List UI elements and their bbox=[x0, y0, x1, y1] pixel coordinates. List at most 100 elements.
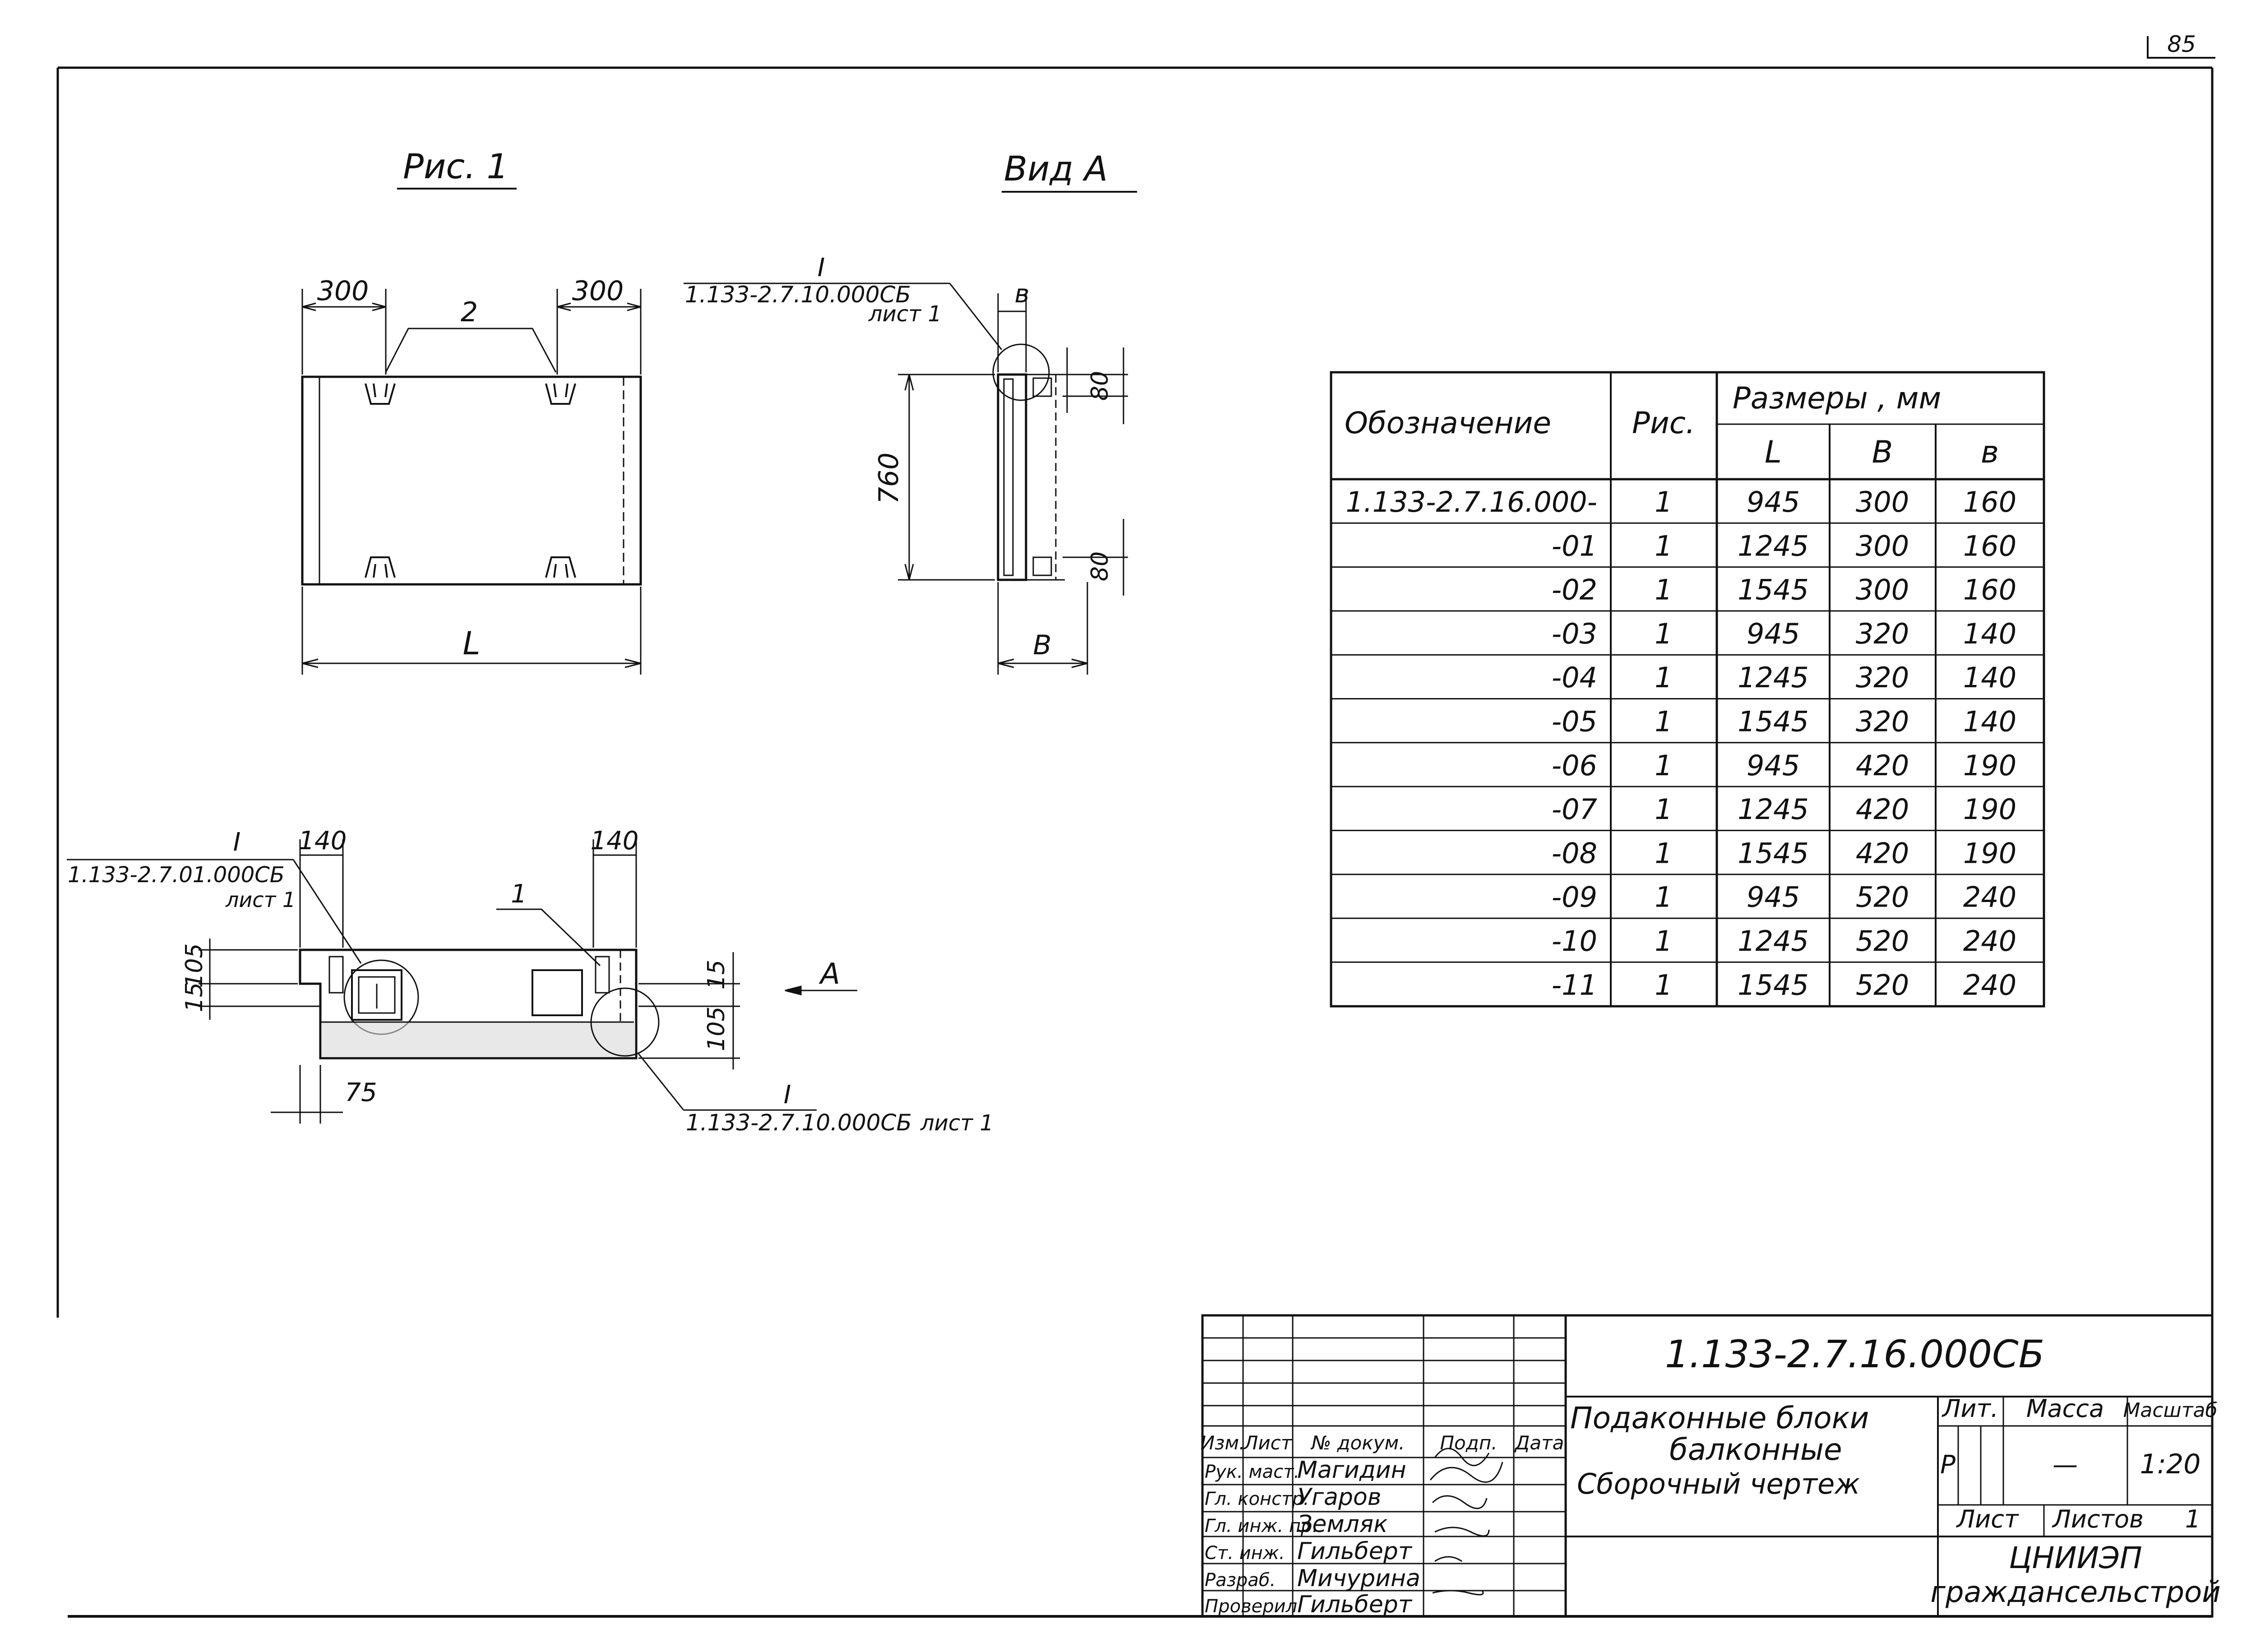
tb-col-header: Подп. bbox=[1440, 1432, 1497, 1454]
tb-scale-value: 1:20 bbox=[2140, 1448, 2201, 1480]
table-cell-B: 520 bbox=[1856, 925, 1909, 958]
section-dim-105-right: 105 bbox=[703, 1006, 730, 1051]
table-cell-L: 945 bbox=[1747, 749, 1800, 782]
figure-1: Рис. 1 300 300 2 L bbox=[301, 146, 642, 675]
table-cell-b: 240 bbox=[1963, 881, 2016, 914]
tb-title-line1: Подаконные блоки bbox=[1570, 1401, 1869, 1435]
table-cell-fig: 1 bbox=[1655, 661, 1672, 694]
table-header-B: В bbox=[1872, 435, 1893, 470]
tb-doc-code: 1.133-2.7.16.000СБ bbox=[1665, 1332, 2044, 1376]
table-cell-B: 320 bbox=[1856, 617, 1909, 650]
section-dim-15-left: 15 bbox=[181, 982, 208, 1012]
section-ref-mark-left: I bbox=[233, 828, 241, 857]
table-cell-b: 190 bbox=[1963, 793, 2016, 826]
table-cell-fig: 1 bbox=[1655, 486, 1672, 518]
page-number: 85 bbox=[2167, 31, 2196, 57]
table-cell-b: 160 bbox=[1963, 574, 2016, 606]
tb-staff-name: Земляк bbox=[1297, 1511, 1388, 1538]
fig1-callout-2: 2 bbox=[461, 296, 478, 328]
tb-col-header: № докум. bbox=[1310, 1432, 1405, 1454]
tb-lit-value: Р bbox=[1940, 1450, 1956, 1480]
table-cell-fig: 1 bbox=[1655, 617, 1672, 650]
tb-sheets-label: Листов bbox=[2052, 1505, 2144, 1533]
tb-staff-role: Рук. маст. bbox=[1205, 1462, 1299, 1482]
fig1-dim-300-left: 300 bbox=[317, 275, 369, 307]
tb-staff-role: Разраб. bbox=[1205, 1570, 1276, 1591]
table-cell-B: 320 bbox=[1856, 705, 1909, 738]
tb-staff-role: Гл. инж. пр. bbox=[1205, 1516, 1318, 1536]
view-a-dim-760: 760 bbox=[873, 453, 905, 504]
table-cell-L: 945 bbox=[1747, 617, 1800, 650]
table-cell-fig: 1 bbox=[1655, 968, 1672, 1001]
section-view-arrow-A: А bbox=[818, 958, 840, 991]
table-cell-fig: 1 bbox=[1655, 881, 1672, 914]
table-cell-designation: -06 bbox=[1552, 749, 1597, 782]
tb-staff-name: Гильберт bbox=[1297, 1591, 1413, 1618]
table-cell-B: 300 bbox=[1856, 486, 1909, 518]
tb-mass-label: Масса bbox=[2026, 1394, 2104, 1423]
section-dim-75: 75 bbox=[345, 1078, 377, 1107]
view-a-title: Вид А bbox=[1004, 148, 1108, 189]
section-dim-140-right: 140 bbox=[591, 826, 639, 856]
table-cell-b: 140 bbox=[1963, 617, 2016, 650]
lifting-loop-marks bbox=[365, 383, 576, 578]
table-cell-B: 520 bbox=[1856, 881, 1909, 914]
section-ref-mark-bottom: I bbox=[784, 1080, 791, 1110]
tb-scale-label: Масштаб bbox=[2123, 1399, 2217, 1422]
tb-staff-name: Гильберт bbox=[1297, 1538, 1413, 1565]
view-a-dim-b: в bbox=[1014, 279, 1029, 309]
table-cell-L: 945 bbox=[1747, 881, 1800, 914]
table-cell-fig: 1 bbox=[1655, 705, 1672, 738]
table-header-fig: Рис. bbox=[1632, 406, 1695, 440]
table-cell-designation: -08 bbox=[1552, 837, 1597, 870]
table-cell-B: 300 bbox=[1856, 574, 1909, 606]
table-header-designation: Обозначение bbox=[1345, 406, 1551, 440]
table-cell-designation: -07 bbox=[1552, 793, 1597, 826]
view-a-dim-80-bottom: 80 bbox=[1086, 551, 1114, 581]
view-a-ref-code: 1.133-2.7.10.000СБ bbox=[685, 282, 911, 308]
table-cell-L: 1245 bbox=[1738, 529, 1809, 562]
table-cell-designation: -10 bbox=[1552, 925, 1597, 958]
table-cell-designation: -03 bbox=[1552, 617, 1597, 650]
table-cell-fig: 1 bbox=[1655, 574, 1672, 606]
table-cell-designation: -04 bbox=[1552, 661, 1597, 694]
tb-staff-name: Магидин bbox=[1297, 1457, 1406, 1484]
tb-lit-label: Лит. bbox=[1942, 1394, 1998, 1423]
dimensions-table: Обозначение Рис. Размеры , мм L В в 1.13… bbox=[1330, 371, 2045, 1008]
tb-org-line2: граждансельстрой bbox=[1930, 1576, 2220, 1609]
view-a-dim-B: В bbox=[1033, 629, 1051, 661]
table-cell-L: 1545 bbox=[1738, 968, 1809, 1001]
table-cell-b: 160 bbox=[1963, 529, 2016, 562]
tb-org-line1: ЦНИИЭП bbox=[2009, 1541, 2142, 1575]
table-cell-B: 420 bbox=[1856, 749, 1909, 782]
fig1-title: Рис. 1 bbox=[403, 146, 509, 186]
table-cell-fig: 1 bbox=[1655, 529, 1672, 562]
fig1-dim-300-right: 300 bbox=[572, 275, 624, 307]
table-cell-b: 240 bbox=[1963, 968, 2016, 1001]
tb-sheets-value: 1 bbox=[2185, 1505, 2201, 1533]
tb-col-header: Дата bbox=[1514, 1432, 1564, 1454]
table-cell-L: 1245 bbox=[1738, 661, 1809, 694]
table-cell-L: 945 bbox=[1747, 486, 1800, 518]
view-a-ref-mark: I bbox=[818, 253, 825, 282]
tb-staff-name: Мичурина bbox=[1297, 1565, 1420, 1592]
table-cell-B: 520 bbox=[1856, 968, 1909, 1001]
block-plan-outline bbox=[301, 375, 642, 586]
table-cell-L: 1545 bbox=[1738, 837, 1809, 870]
table-cell-fig: 1 bbox=[1655, 925, 1672, 958]
table-cell-L: 1245 bbox=[1738, 925, 1809, 958]
tb-mass-value: — bbox=[2053, 1450, 2078, 1480]
table-cell-b: 160 bbox=[1963, 486, 2016, 518]
table-cell-L: 1545 bbox=[1738, 574, 1809, 606]
table-cell-designation: -11 bbox=[1552, 968, 1597, 1001]
tb-staff-role: Гл. констр. bbox=[1205, 1489, 1309, 1509]
table-cell-B: 320 bbox=[1856, 661, 1909, 694]
table-cell-B: 420 bbox=[1856, 837, 1909, 870]
table-cell-B: 420 bbox=[1856, 793, 1909, 826]
table-cell-b: 190 bbox=[1963, 837, 2016, 870]
section-ref-code-bottom: 1.133-2.7.10.000СБ bbox=[686, 1110, 912, 1136]
table-cell-L: 1545 bbox=[1738, 705, 1809, 738]
table-cell-b: 140 bbox=[1963, 661, 2016, 694]
section-view: I 1.133-2.7.01.000СБ лист 1 140 140 1 bbox=[67, 826, 994, 1136]
